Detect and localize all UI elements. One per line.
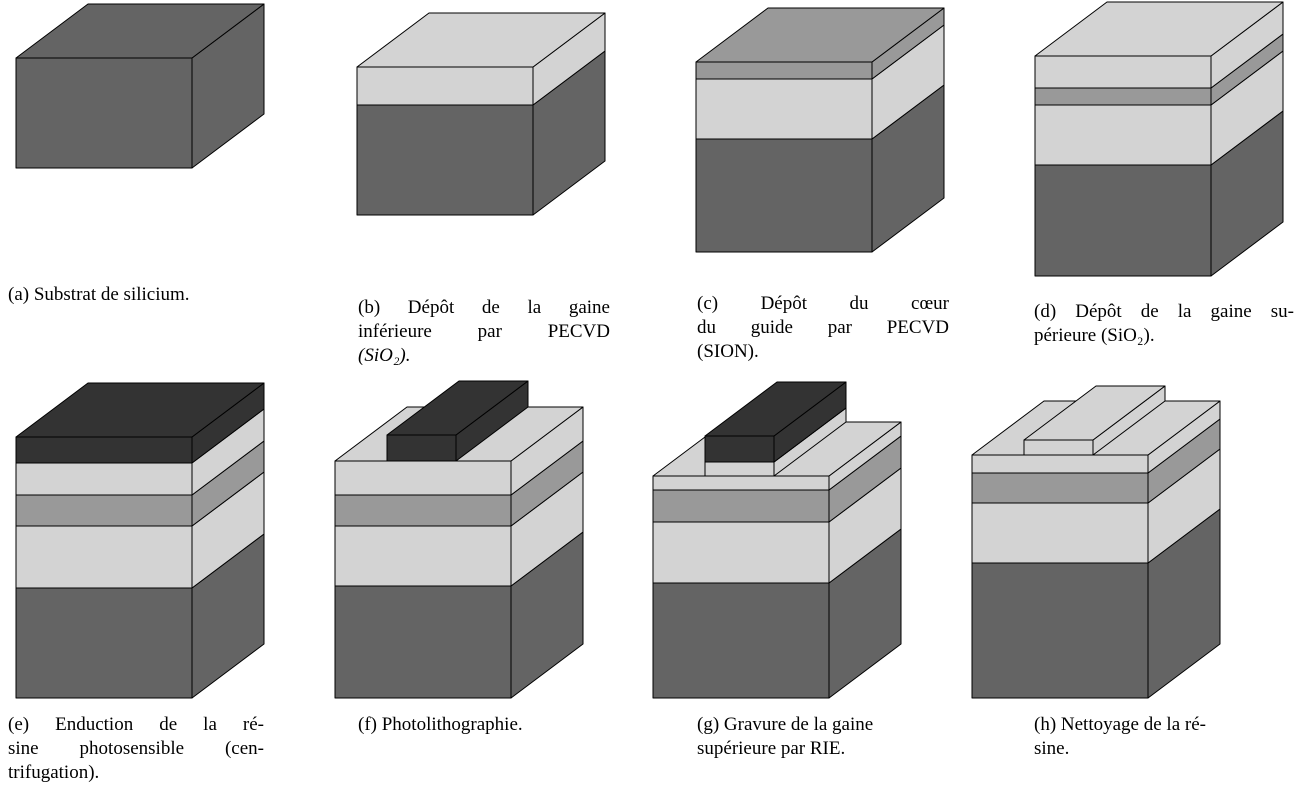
panel-e-lower-cladding-front (15, 525, 193, 589)
panel-d-upper-cladding-front (1034, 55, 1212, 89)
caption-h-line-2: sine. (1034, 738, 1070, 759)
panel-b-lower-cladding-front (356, 66, 534, 106)
panel-g-upper-cladding-front (652, 475, 830, 491)
panel-h-upper-cladding-ridge-front (1023, 439, 1094, 456)
panel-a-substrate-top (15, 3, 265, 59)
panel-d-upper-cladding-top (1034, 1, 1284, 57)
caption-c-line-3: (SION). (697, 341, 759, 362)
panel-d-lower-cladding-front (1034, 104, 1212, 166)
panel-c-lower-cladding-front (695, 78, 873, 140)
panel-f-upper-cladding-front (334, 460, 512, 496)
panel-c-core-top (695, 7, 945, 63)
panel-h-lower-cladding-front (971, 502, 1149, 564)
panel-e-substrate-front (15, 587, 193, 699)
panel-a-substrate-front (15, 57, 193, 169)
caption-a-line-1: (a) Substrat de silicium. (8, 284, 190, 305)
caption-e-line-3: trifugation). (8, 762, 100, 783)
caption-f: (f) Photolithographie. (358, 713, 618, 737)
panel-e-core-front (15, 494, 193, 527)
panel-c-substrate-front (695, 138, 873, 253)
panel-e-upper-cladding-front (15, 462, 193, 496)
panel-c-stack (695, 7, 945, 253)
caption-h: (h) Nettoyage de la ré- sine. (1034, 713, 1290, 761)
panel-h-core-front (971, 472, 1149, 504)
caption-b-line-1: (b) Dépôt de la gaine (358, 297, 610, 318)
panel-f-lower-cladding-front (334, 525, 512, 587)
caption-e-line-2: sine photosensible (cen- (8, 738, 264, 759)
panel-b-stack (356, 12, 606, 216)
caption-e-line-1: (e) Enduction de la ré- (8, 714, 264, 735)
panel-h-upper-cladding-ridge-top (1023, 385, 1166, 441)
caption-b-line-3: (SiO₂). (358, 345, 411, 366)
caption-f-line-1: (f) Photolithographie. (358, 714, 523, 735)
panel-g-stack (652, 381, 902, 699)
panel-g-resist-ridge-top (704, 381, 847, 437)
caption-g-line-1: (g) Gravure de la gaine (697, 714, 874, 735)
panel-b-lower-cladding-top (356, 12, 606, 68)
caption-b-line-2: inférieure par PECVD (358, 321, 610, 342)
panel-f-resist-ridge-front (386, 434, 457, 462)
panel-h-upper-cladding-front (971, 454, 1149, 474)
panel-g-lower-cladding-front (652, 521, 830, 584)
caption-d-line-2: périeure (SiO₂). (1034, 325, 1155, 346)
panel-a-stack (15, 3, 265, 169)
panel-g-upper-cladding-ridge-front (704, 461, 775, 477)
panel-c-core-front (695, 61, 873, 80)
caption-e: (e) Enduction de la ré- sine photosensib… (8, 713, 264, 785)
caption-c-line-1: (c) Dépôt du cœur (697, 293, 949, 314)
caption-c-line-2: du guide par PECVD (697, 317, 949, 338)
caption-g-line-2: supérieure par RIE. (697, 738, 846, 759)
panel-g-resist-ridge-front (704, 435, 775, 463)
panel-d-stack (1034, 1, 1284, 277)
panel-f-resist-ridge-top (386, 380, 529, 436)
caption-d: (d) Dépôt de la gaine su- périeure (SiO₂… (1034, 300, 1294, 348)
panel-f-stack (334, 380, 584, 699)
caption-b: (b) Dépôt de la gaine inférieure par PEC… (358, 296, 610, 368)
panel-f-core-front (334, 494, 512, 527)
panel-g-core-front (652, 489, 830, 523)
panel-d-substrate-front (1034, 164, 1212, 277)
panel-e-resist-front (15, 436, 193, 464)
caption-g: (g) Gravure de la gaine supérieure par R… (697, 713, 953, 761)
panel-d-core-front (1034, 87, 1212, 106)
panel-f-substrate-front (334, 585, 512, 699)
panel-g-substrate-front (652, 582, 830, 699)
caption-h-line-1: (h) Nettoyage de la ré- (1034, 714, 1206, 735)
caption-c: (c) Dépôt du cœur du guide par PECVD (SI… (697, 292, 949, 364)
caption-d-line-1: (d) Dépôt de la gaine su- (1034, 301, 1294, 322)
panel-b-substrate-front (356, 104, 534, 216)
panel-h-substrate-front (971, 562, 1149, 699)
caption-a: (a) Substrat de silicium. (8, 283, 298, 307)
panel-e-stack (15, 382, 265, 699)
panel-h-stack (971, 385, 1221, 699)
panel-e-resist-top (15, 382, 265, 438)
